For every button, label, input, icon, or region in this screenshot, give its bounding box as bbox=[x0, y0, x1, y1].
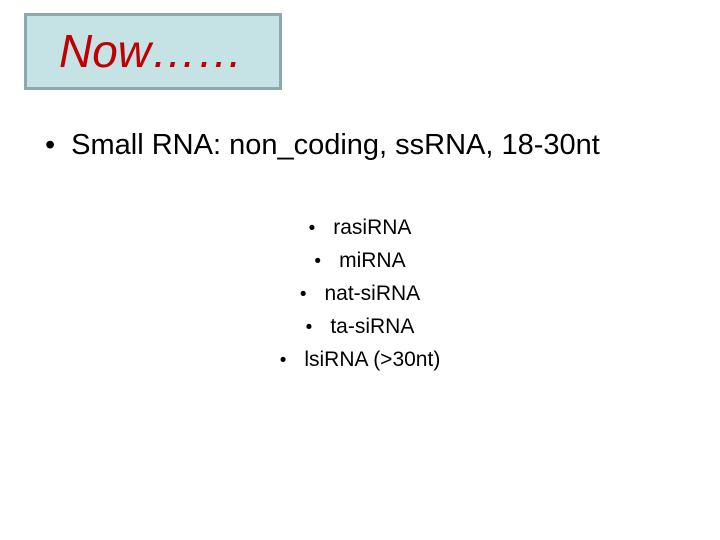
list-item: • rasiRNA bbox=[0, 212, 720, 245]
main-bullet-line: • Small RNA: non_coding, ssRNA, 18-30nt bbox=[45, 127, 600, 163]
bullet-icon: • bbox=[279, 350, 287, 371]
list-item: • ta-siRNA bbox=[0, 311, 720, 344]
sub-bullet-label: lsiRNA (>30nt) bbox=[304, 348, 441, 371]
sub-bullet-label: nat-siRNA bbox=[324, 282, 421, 305]
bullet-icon: • bbox=[45, 129, 56, 161]
bullet-icon: • bbox=[299, 284, 307, 305]
sub-bullet-label: ta-siRNA bbox=[330, 315, 415, 338]
list-item: • nat-siRNA bbox=[0, 278, 720, 311]
title-box: Now…… bbox=[24, 13, 282, 90]
list-item: • miRNA bbox=[0, 245, 720, 278]
page-title: Now…… bbox=[59, 25, 244, 77]
list-item: • lsiRNA (>30nt) bbox=[0, 344, 720, 377]
sub-bullet-list: •rasiRNA •miRNA •nat-siRNA •ta-siRNA •ls… bbox=[0, 212, 720, 377]
main-bullet-label: Small RNA: non_coding, ssRNA, 18-30nt bbox=[71, 129, 600, 161]
bullet-icon: • bbox=[305, 317, 313, 338]
bullet-icon: • bbox=[308, 218, 316, 239]
sub-bullet-label: rasiRNA bbox=[333, 216, 412, 239]
bullet-icon: • bbox=[314, 251, 322, 272]
sub-bullet-label: miRNA bbox=[339, 249, 406, 272]
